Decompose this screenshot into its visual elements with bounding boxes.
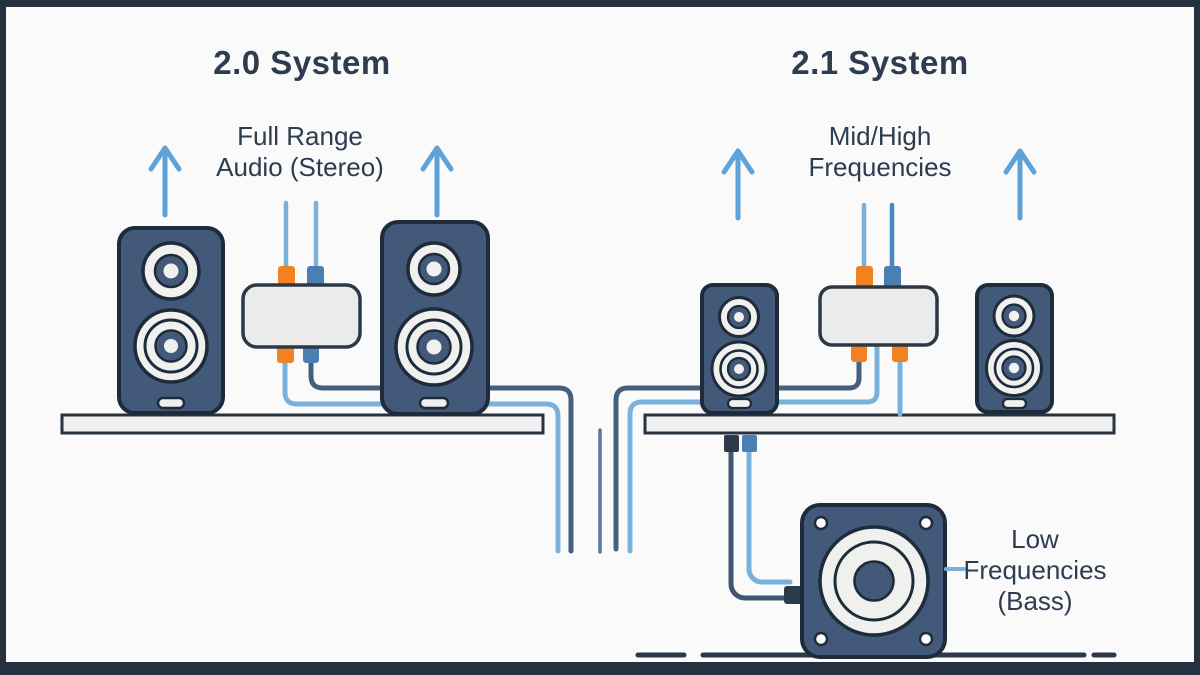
up-arrow-icon — [420, 145, 454, 218]
sub-plug-blue — [742, 435, 757, 452]
amp-input-orange — [278, 266, 295, 287]
speaker-right — [380, 220, 490, 416]
stereo-amp — [241, 266, 362, 363]
sub-plug-dark — [724, 435, 739, 452]
subwoofer — [784, 503, 947, 659]
screw — [813, 515, 829, 531]
screw — [813, 631, 829, 647]
speaker-left — [117, 226, 225, 415]
up-arrow-icon — [148, 145, 182, 218]
screw — [918, 515, 934, 531]
amp-box — [241, 283, 362, 349]
amp2-input-orange — [856, 266, 873, 288]
satellite-right — [975, 283, 1054, 414]
subwoofer-cable-light — [746, 447, 793, 585]
amp2-output-orange-right — [892, 342, 908, 362]
up-arrow-icon — [1003, 148, 1037, 221]
amp2-output-orange-left — [851, 342, 867, 362]
bass-port — [1001, 397, 1028, 410]
sat-sub-amp — [818, 266, 939, 362]
up-arrow-icon — [721, 148, 755, 221]
screw — [918, 631, 934, 647]
bass-port — [418, 396, 450, 410]
amp-input-blue — [307, 266, 324, 287]
amp2-box — [818, 285, 939, 347]
subwoofer-cable-dark — [728, 447, 793, 601]
bass-port — [156, 396, 186, 410]
left-shelf — [60, 413, 545, 435]
bass-port — [726, 397, 753, 410]
amp2-input-blue — [884, 266, 901, 288]
satellite-left — [700, 283, 779, 415]
right-shelf — [643, 413, 1116, 435]
